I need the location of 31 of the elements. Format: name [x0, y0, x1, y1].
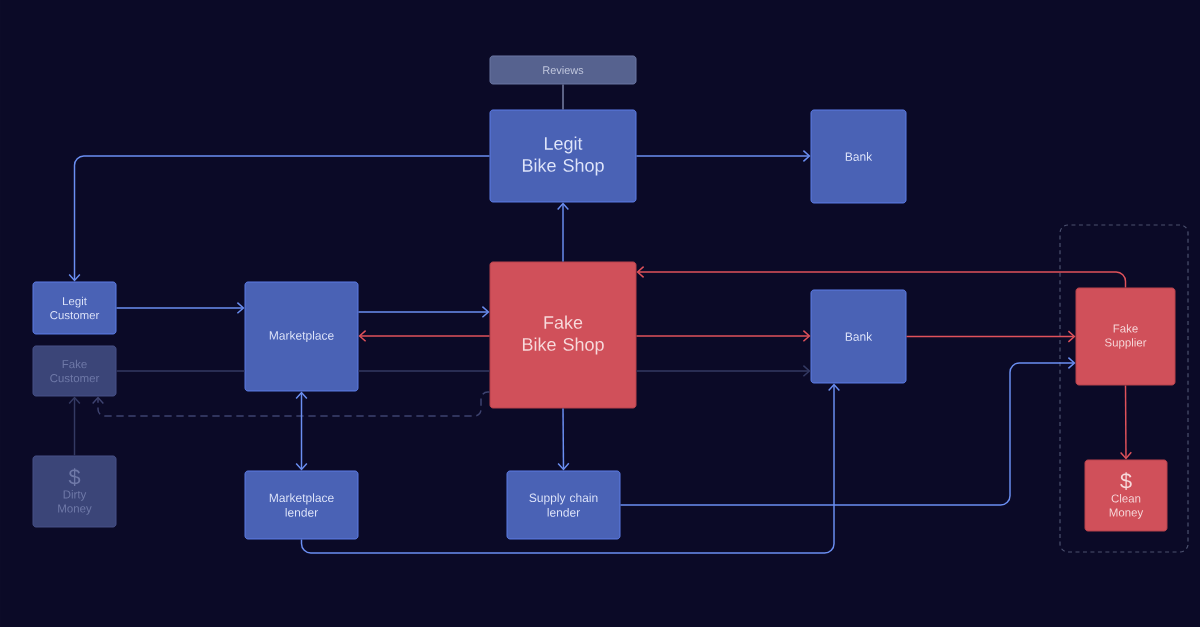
process-box: Marketplace — [244, 281, 359, 392]
arrow — [68, 396, 81, 457]
arrow — [557, 407, 570, 471]
arrow — [636, 265, 1127, 289]
arrow — [1119, 384, 1133, 460]
connector-line — [357, 370, 491, 372]
process-box: Fake Supplier — [1075, 287, 1176, 386]
process-box: $ Clean Money — [1084, 459, 1168, 532]
arrow — [635, 329, 811, 343]
arrow — [635, 149, 811, 163]
process-box: Supply chain lender — [506, 470, 621, 540]
dashed-group-box — [1059, 224, 1189, 553]
arrow — [635, 364, 811, 378]
arrow — [905, 330, 1076, 343]
process-box: Fake Bike Shop — [489, 261, 637, 409]
arrow — [68, 155, 491, 282]
arrow — [556, 202, 570, 263]
dashed-arrow — [91, 391, 491, 417]
process-box: Reviews — [489, 55, 637, 85]
arrow — [619, 356, 1076, 506]
process-box: Bank — [810, 289, 907, 384]
arrow — [358, 329, 491, 343]
connector-line — [562, 83, 564, 111]
double-arrow — [295, 391, 308, 471]
arrow — [115, 301, 245, 315]
connector-line — [115, 370, 246, 372]
process-box: Bank — [810, 109, 907, 204]
arrow — [357, 305, 490, 319]
process-box: Legit Bike Shop — [489, 109, 637, 203]
process-box: Marketplace lender — [244, 470, 359, 540]
process-box: Legit Customer — [32, 281, 117, 335]
